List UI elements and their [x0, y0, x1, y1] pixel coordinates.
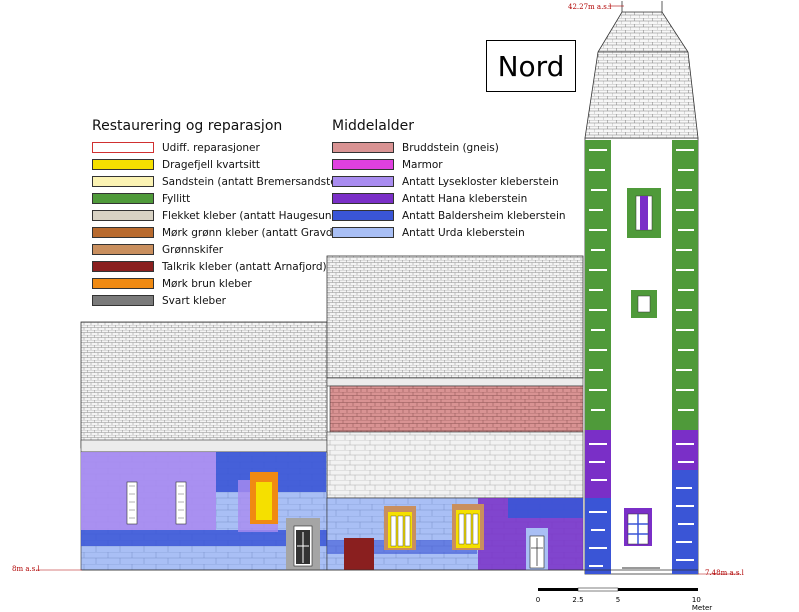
- legend-label: Bruddstein (gneis): [402, 141, 499, 154]
- legend-label: Mørk brun kleber: [162, 277, 252, 290]
- legend-label: Grønnskifer: [162, 243, 224, 256]
- legend-item: Bruddstein (gneis): [332, 139, 566, 156]
- legend-label: Antatt Hana kleberstein: [402, 192, 528, 205]
- legend-label: Antatt Baldersheim kleberstein: [402, 209, 566, 222]
- legend-swatch: [92, 210, 154, 221]
- legend-item: Sandstein (antatt Bremersandstein): [92, 173, 350, 190]
- legend-swatch: [332, 193, 394, 204]
- legend-item: Udiff. reparasjoner: [92, 139, 350, 156]
- elevation-left: 8m a.s.l: [12, 565, 40, 573]
- legend-label: Antatt Lysekloster kleberstein: [402, 175, 559, 188]
- legend-swatch: [332, 142, 394, 153]
- legend-label: Antatt Urda kleberstein: [402, 226, 525, 239]
- scale-bar: 0 2.5 5 10 Meter: [535, 588, 712, 612]
- legend-swatch: [332, 159, 394, 170]
- legend-swatch: [332, 227, 394, 238]
- legend-item: Dragefjell kvartsitt: [92, 156, 350, 173]
- legend-label: Svart kleber: [162, 294, 226, 307]
- legend-item: Antatt Baldersheim kleberstein: [332, 207, 566, 224]
- legend-label: Fyllitt: [162, 192, 191, 205]
- legend-swatch: [92, 176, 154, 187]
- legend-label: Mørk grønn kleber (antatt Gravdal): [162, 226, 347, 239]
- elevation-right: 7.48m a.s.l: [705, 569, 744, 577]
- legend-item: Fyllitt: [92, 190, 350, 207]
- legend-item: Talkrik kleber (antatt Arnafjord): [92, 258, 350, 275]
- legend-label: Sandstein (antatt Bremersandstein): [162, 175, 351, 188]
- legend-swatch: [332, 210, 394, 221]
- legend-swatch: [92, 278, 154, 289]
- legend-restoration-heading: Restaurering og reparasjon: [92, 118, 283, 134]
- legend-swatch: [92, 159, 154, 170]
- legend-medieval-heading: Middelalder: [332, 118, 414, 134]
- legend-swatch: [92, 244, 154, 255]
- legend-label: Talkrik kleber (antatt Arnafjord): [162, 260, 327, 273]
- legend-item: Marmor: [332, 156, 566, 173]
- legend-item: Mørk brun kleber: [92, 275, 350, 292]
- scale-tick: 10 Meter: [691, 596, 713, 612]
- legend-item: Grønnskifer: [92, 241, 350, 258]
- legend-item: Antatt Hana kleberstein: [332, 190, 566, 207]
- legend-swatch: [92, 142, 154, 153]
- legend-swatch: [92, 261, 154, 272]
- elevation-top: 42.27m a.s.l: [568, 3, 612, 11]
- scale-tick: 2.5: [572, 596, 584, 604]
- legend-swatch: [92, 295, 154, 306]
- legend-item: Svart kleber: [92, 292, 350, 309]
- legend-label: Dragefjell kvartsitt: [162, 158, 260, 171]
- legend-swatch: [92, 193, 154, 204]
- legend-item: Antatt Lysekloster kleberstein: [332, 173, 566, 190]
- legend-restoration: Restaurering og reparasjon Udiff. repara…: [92, 118, 350, 309]
- scale-tick: 5: [615, 596, 621, 604]
- legend-swatch: [92, 227, 154, 238]
- legend-item: Flekket kleber (antatt Haugesund): [92, 207, 350, 224]
- legend-item: Mørk grønn kleber (antatt Gravdal): [92, 224, 350, 241]
- scale-tick: 0: [535, 596, 541, 604]
- legend-swatch: [332, 176, 394, 187]
- legend-item: Antatt Urda kleberstein: [332, 224, 566, 241]
- legend-label: Flekket kleber (antatt Haugesund): [162, 209, 343, 222]
- orientation-title: Nord: [486, 40, 576, 92]
- legend-label: Marmor: [402, 158, 443, 171]
- legend-label: Udiff. reparasjoner: [162, 141, 260, 154]
